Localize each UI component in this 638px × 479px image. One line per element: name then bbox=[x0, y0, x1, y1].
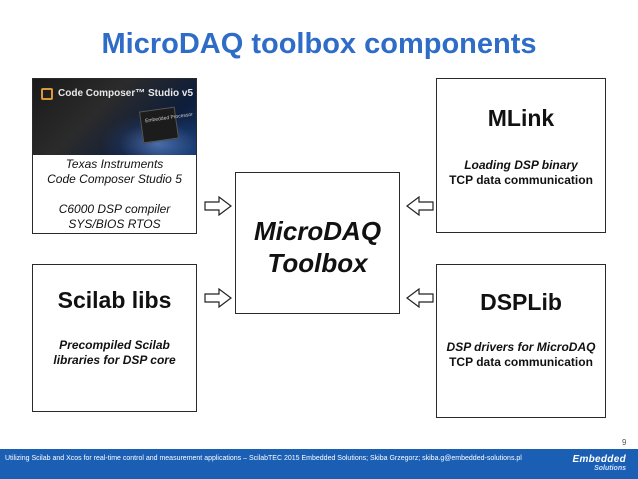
mlink-line-1: Loading DSP binary bbox=[464, 158, 578, 172]
ti-line-rtos: SYS/BIOS RTOS bbox=[68, 217, 161, 231]
arrow-right-icon bbox=[204, 288, 232, 308]
page-number: 9 bbox=[622, 438, 627, 447]
embedded-solutions-logo: Embedded Solutions bbox=[568, 454, 626, 474]
logo-line-1: Embedded bbox=[572, 454, 626, 465]
logo-line-2: Solutions bbox=[594, 465, 626, 472]
mlink-desc: Loading DSP binary TCP data communicatio… bbox=[437, 158, 605, 188]
ti-line-product: Code Composer Studio 5 bbox=[47, 172, 182, 186]
ti-box-text: Texas Instruments Code Composer Studio 5… bbox=[33, 157, 196, 232]
ti-ccs-box: Embedded Processor Code Composer™ Studio… bbox=[32, 78, 197, 234]
footer-line-2: Embedded Solutions; Skiba Grzegorz; skib… bbox=[301, 455, 522, 462]
arrow-right-icon bbox=[204, 196, 232, 216]
footer-text: Utilizing Scilab and Xcos for real-time … bbox=[5, 454, 522, 464]
microdaq-toolbox-label: MicroDAQ Toolbox bbox=[236, 215, 399, 279]
scilab-libs-heading: Scilab libs bbox=[57, 287, 172, 313]
center-line-1: MicroDAQ bbox=[253, 216, 382, 246]
arrow-left-icon bbox=[406, 288, 434, 308]
scilab-libs-desc: Precompiled Scilab libraries for DSP cor… bbox=[33, 338, 196, 368]
scilab-line-2: libraries for DSP core bbox=[53, 353, 176, 367]
dsplib-line-2: TCP data communication bbox=[449, 355, 593, 369]
dsplib-line-1: DSP drivers for MicroDAQ bbox=[446, 340, 596, 354]
ccs-logo-icon bbox=[41, 88, 53, 100]
slide-title: MicroDAQ toolbox components bbox=[101, 28, 537, 60]
ccs-banner-text: Code Composer™ Studio v5 bbox=[58, 88, 194, 99]
dsplib-box: DSPLib DSP drivers for MicroDAQ TCP data… bbox=[436, 264, 606, 418]
mlink-line-2: TCP data communication bbox=[449, 173, 593, 187]
dsplib-desc: DSP drivers for MicroDAQ TCP data commun… bbox=[437, 340, 605, 370]
mlink-heading: MLink bbox=[487, 105, 555, 131]
dsplib-heading: DSPLib bbox=[480, 289, 562, 315]
mlink-box: MLink Loading DSP binary TCP data commun… bbox=[436, 78, 606, 233]
microdaq-toolbox-box: MicroDAQ Toolbox bbox=[235, 172, 400, 314]
scilab-libs-box: Scilab libs Precompiled Scilab libraries… bbox=[32, 264, 197, 412]
ti-line-vendor: Texas Instruments bbox=[65, 157, 164, 171]
ti-line-compiler: C6000 DSP compiler bbox=[58, 202, 171, 216]
center-line-2: Toolbox bbox=[267, 248, 368, 278]
scilab-line-1: Precompiled Scilab bbox=[59, 338, 170, 352]
chip-icon bbox=[138, 106, 180, 144]
footer-bar: Utilizing Scilab and Xcos for real-time … bbox=[0, 449, 638, 479]
footer-line-1: Utilizing Scilab and Xcos for real-time … bbox=[5, 455, 300, 462]
arrow-left-icon bbox=[406, 196, 434, 216]
ccs-banner-image: Embedded Processor Code Composer™ Studio… bbox=[33, 79, 196, 155]
